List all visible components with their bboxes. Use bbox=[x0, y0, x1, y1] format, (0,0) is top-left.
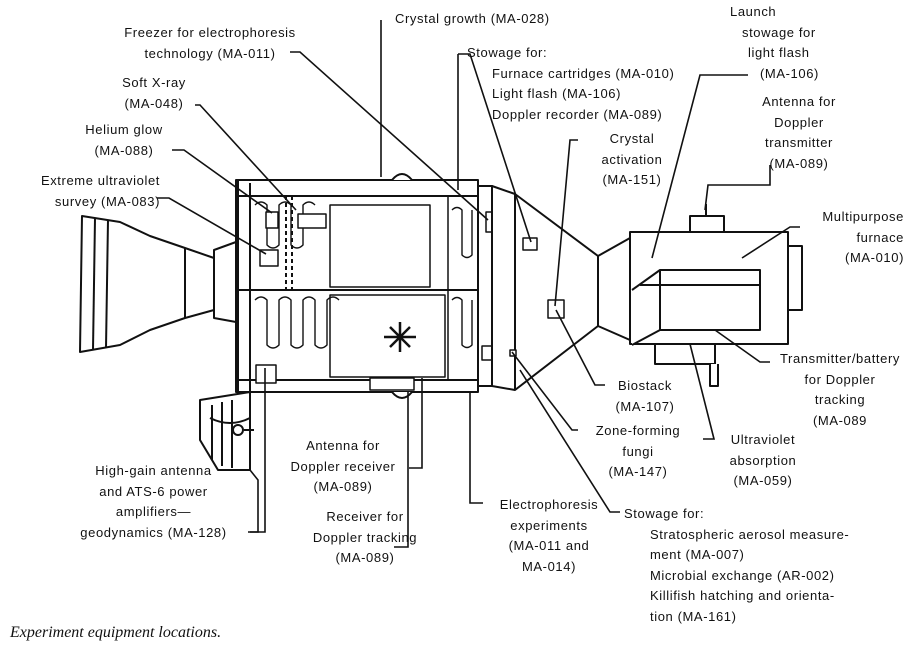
label-line: (MA-089) bbox=[335, 550, 395, 565]
label-line: Launch bbox=[730, 4, 777, 19]
label-line: Doppler tracking bbox=[312, 529, 418, 545]
leader-lines bbox=[157, 20, 800, 548]
label-line: Freezer for electrophoresis bbox=[124, 25, 296, 40]
figure-caption: Experiment equipment locations. bbox=[10, 624, 222, 641]
label-line: Crystal growth (MA-028) bbox=[395, 11, 550, 26]
high-gain-antenna bbox=[199, 391, 254, 471]
label-helium-glow: Helium glow (MA-088) bbox=[74, 120, 174, 161]
label-line: (MA-011 and bbox=[508, 538, 590, 553]
label-stowage-bottom: Stowage for: Stratospheric aerosol measu… bbox=[624, 504, 849, 627]
label-line: Biostack bbox=[618, 378, 672, 393]
label-line: light flash bbox=[748, 45, 810, 60]
label-multipurpose-furnace: Multipurpose furnace (MA-010) bbox=[780, 207, 904, 269]
label-line: Receiver for bbox=[326, 509, 404, 524]
label-electrophoresis-experiments: Electrophoresis experiments (MA-011 and … bbox=[484, 495, 614, 577]
label-line: Transmitter/battery bbox=[779, 351, 900, 366]
label-line: survey (MA-083) bbox=[54, 193, 160, 209]
label-launch-stowage: Launch stowage for light flash (MA-106) bbox=[730, 2, 819, 84]
label-line: Ultraviolet bbox=[730, 432, 796, 447]
label-line: (MA-107) bbox=[615, 398, 675, 414]
label-line: (MA-089 bbox=[812, 412, 868, 428]
label-line: stowage for bbox=[742, 24, 816, 40]
label-crystal-activation: Crystal activation (MA-151) bbox=[578, 129, 686, 191]
label-line: absorption bbox=[729, 452, 797, 468]
label-line: (MA-010) bbox=[845, 250, 904, 265]
label-line: MA-014) bbox=[521, 558, 577, 574]
label-line: geodynamics (MA-128) bbox=[80, 524, 227, 540]
furnace-module bbox=[597, 204, 803, 387]
label-zone-forming-fungi: Zone-forming fungi (MA-147) bbox=[573, 421, 703, 483]
label-line: for Doppler bbox=[804, 371, 876, 387]
label-line: furnace bbox=[856, 229, 904, 245]
label-line: Antenna for bbox=[762, 94, 836, 109]
label-line: ment (MA-007) bbox=[650, 547, 745, 562]
euv-telescope-nozzle bbox=[79, 215, 215, 353]
label-stowage-top: Stowage for: Furnace cartridges (MA-010)… bbox=[467, 43, 674, 125]
label-line: (MA-151) bbox=[602, 172, 662, 187]
label-line: fungi bbox=[622, 443, 654, 459]
label-receiver-doppler: Receiver for Doppler tracking (MA-089) bbox=[285, 507, 445, 569]
label-line: Extreme ultraviolet bbox=[40, 173, 160, 188]
label-line: tracking bbox=[814, 392, 866, 407]
label-line: (MA-059) bbox=[733, 473, 793, 488]
label-line: Crystal bbox=[609, 131, 655, 146]
label-transmitter-battery: Transmitter/battery for Doppler tracking… bbox=[765, 349, 915, 431]
label-line: activation bbox=[601, 151, 663, 167]
label-line: Antenna for bbox=[306, 438, 380, 453]
label-line: (MA-089) bbox=[769, 155, 829, 171]
label-antenna-doppler-receiver: Antenna for Doppler receiver (MA-089) bbox=[268, 436, 418, 498]
label-uv-absorption: Ultraviolet absorption (MA-059) bbox=[708, 430, 818, 492]
label-line: (MA-106) bbox=[760, 65, 819, 81]
label-line: Doppler recorder (MA-089) bbox=[492, 106, 663, 122]
label-soft-xray: Soft X-ray (MA-048) bbox=[108, 73, 200, 114]
label-line: tion (MA-161) bbox=[650, 608, 737, 624]
label-line: (MA-048) bbox=[124, 95, 184, 111]
label-line: Helium glow bbox=[85, 122, 163, 137]
label-line: and ATS-6 power bbox=[99, 483, 208, 499]
label-line: (MA-147) bbox=[608, 464, 668, 479]
label-line: Stratospheric aerosol measure- bbox=[650, 526, 850, 542]
label-line: Doppler bbox=[774, 114, 824, 130]
label-antenna-doppler-transmitter: Antenna for Doppler transmitter (MA-089) bbox=[740, 92, 858, 174]
label-line: Furnace cartridges (MA-010) bbox=[492, 65, 675, 81]
label-line: amplifiers— bbox=[115, 504, 192, 519]
label-high-gain-antenna: High-gain antenna and ATS-6 power amplif… bbox=[56, 461, 251, 543]
label-line: Doppler receiver bbox=[290, 458, 396, 474]
label-line: (MA-088) bbox=[94, 142, 154, 158]
label-line: Soft X-ray bbox=[122, 75, 186, 90]
label-line: Stowage for: bbox=[467, 45, 548, 60]
label-line: experiments bbox=[510, 517, 588, 533]
label-freezer-electrophoresis: Freezer for electrophoresis technology (… bbox=[110, 23, 310, 64]
label-line: Zone-forming bbox=[595, 423, 681, 438]
label-biostack: Biostack (MA-107) bbox=[600, 376, 690, 417]
label-line: Microbial exchange (AR-002) bbox=[650, 567, 835, 583]
label-crystal-growth: Crystal growth (MA-028) bbox=[395, 9, 550, 30]
label-line: High-gain antenna bbox=[95, 463, 212, 478]
label-line: (MA-089) bbox=[313, 479, 373, 494]
label-line: Electrophoresis bbox=[499, 497, 599, 512]
label-line: Multipurpose bbox=[822, 209, 904, 224]
label-euv-survey: Extreme ultraviolet survey (MA-083) bbox=[10, 171, 160, 212]
label-line: transmitter bbox=[764, 135, 833, 150]
label-line: Light flash (MA-106) bbox=[492, 86, 622, 101]
docking-module-body bbox=[235, 173, 479, 399]
label-line: Killifish hatching and orienta- bbox=[650, 588, 835, 603]
label-line: Stowage for: bbox=[624, 506, 705, 521]
label-line: technology (MA-011) bbox=[144, 45, 276, 61]
